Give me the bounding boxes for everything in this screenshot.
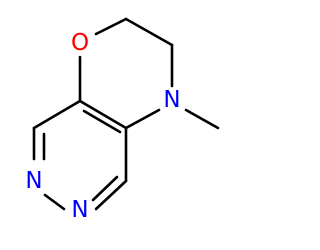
atom-ring-nitrogen-2: N xyxy=(71,197,88,223)
bond-n6-c5-inner xyxy=(91,175,119,202)
bond-ch2-ch2 xyxy=(124,17,174,47)
atom-ring-nitrogen-1: N xyxy=(25,168,42,194)
bond-n-c4a xyxy=(124,108,161,130)
bond-c8a-c4a xyxy=(78,99,128,130)
atom-oxygen: O xyxy=(71,30,89,56)
molecule-structure: O N N N xyxy=(25,17,220,223)
bond-c8a-c8 xyxy=(32,99,82,130)
bond-n6-c5 xyxy=(94,179,128,211)
bond-o-ch2 xyxy=(94,17,128,36)
bond-n7-n6 xyxy=(43,193,66,211)
atom-amine-nitrogen: N xyxy=(163,87,180,113)
bond-n-methyl xyxy=(184,108,220,130)
bond-c8a-c4a-inner xyxy=(82,109,122,134)
